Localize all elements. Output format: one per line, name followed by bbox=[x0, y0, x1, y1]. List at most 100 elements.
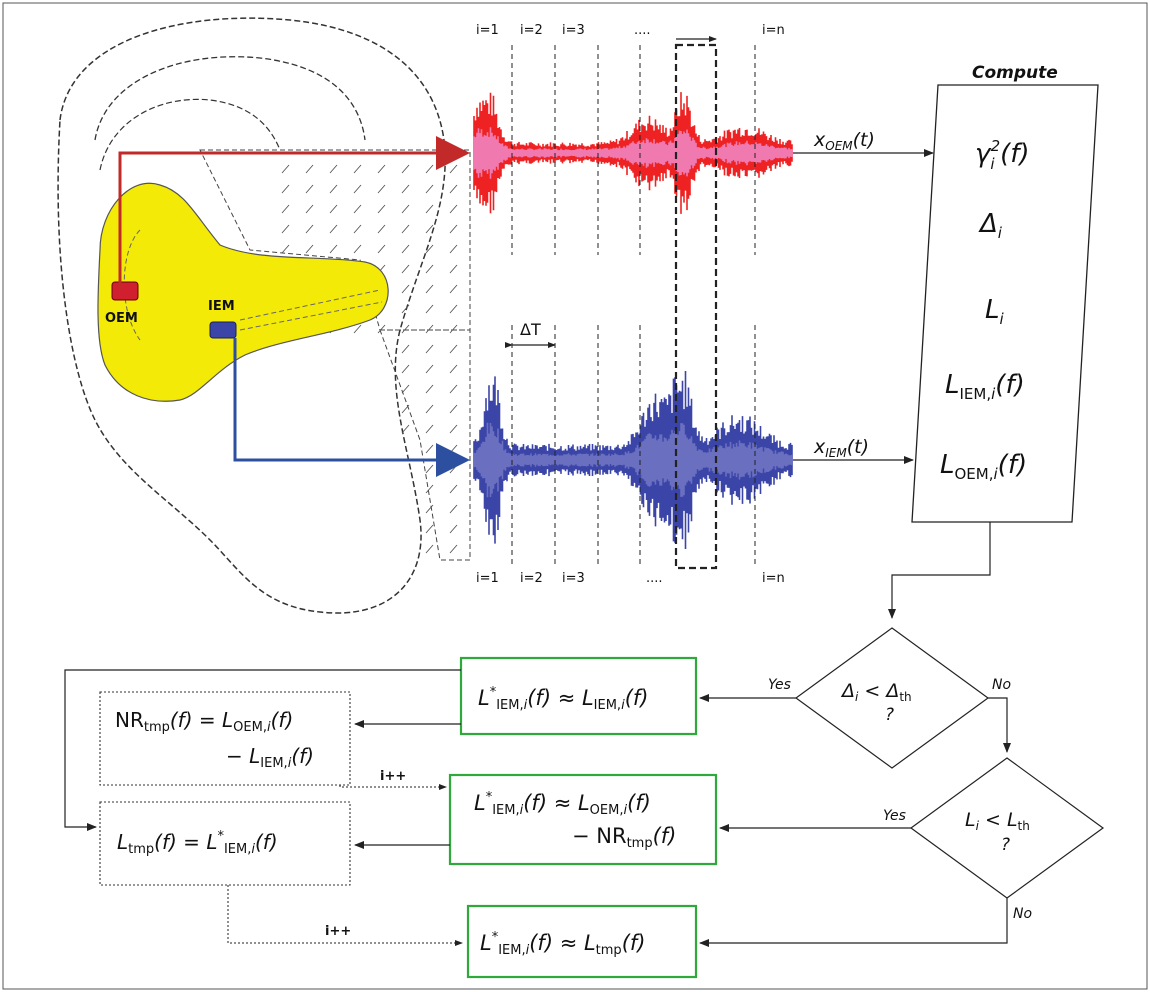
oem-route-line bbox=[118, 151, 440, 290]
compute-title: Compute bbox=[972, 63, 1058, 83]
bottom-index-label: i=3 bbox=[562, 571, 585, 586]
top-index-label: .... bbox=[634, 23, 651, 38]
x-iem-label: xIEM(t) bbox=[813, 436, 869, 460]
hatch-line bbox=[305, 224, 314, 234]
hatch-line bbox=[305, 244, 314, 254]
hatch-line bbox=[401, 244, 410, 254]
hatch-line bbox=[401, 404, 410, 414]
ear-antihelix bbox=[99, 98, 281, 171]
compute-L-oem: LOEM,i(f) bbox=[940, 450, 1027, 483]
hatch-lines bbox=[281, 164, 458, 554]
hatch-line bbox=[449, 164, 458, 174]
hatch-line bbox=[329, 224, 338, 234]
hatch-line bbox=[449, 364, 458, 374]
ear-illustration: OEM IEM bbox=[57, 17, 471, 614]
hatch-line bbox=[329, 204, 338, 214]
oem-waveform bbox=[473, 92, 793, 214]
hatch-line bbox=[401, 324, 410, 334]
hatch-line bbox=[353, 204, 362, 214]
hatch-line bbox=[377, 224, 386, 234]
hatch-line bbox=[377, 164, 386, 174]
hatch-line bbox=[425, 324, 434, 334]
hatch-line bbox=[425, 304, 434, 314]
hatch-line bbox=[353, 324, 362, 334]
hatch-line bbox=[449, 244, 458, 254]
hatch-line bbox=[305, 204, 314, 214]
hatch-line bbox=[449, 184, 458, 194]
earpiece-shell bbox=[97, 182, 389, 402]
top-index-label: i=2 bbox=[520, 23, 543, 38]
result-box-3-text: L*IEM,i(f) ≈ Ltmp(f) bbox=[480, 930, 645, 958]
result-box-2 bbox=[448, 773, 718, 866]
bottom-index-label: .... bbox=[646, 571, 663, 586]
hatch-line bbox=[425, 204, 434, 214]
d1-no-arrow bbox=[988, 697, 1011, 753]
x-oem-label: xOEM(t) bbox=[813, 129, 875, 153]
hatch-line bbox=[353, 164, 362, 174]
hatch-line bbox=[401, 384, 410, 394]
top-index-labels: i=1 i=2 i=3 .... i=n bbox=[476, 23, 785, 38]
decision2-question: ? bbox=[1001, 835, 1010, 855]
hatch-line bbox=[449, 504, 458, 514]
loop-inc-2: i++ bbox=[325, 924, 351, 939]
hatch-line bbox=[401, 264, 410, 274]
bottom-index-labels: i=1 i=2 i=3 .... i=n bbox=[476, 571, 785, 586]
compute-gamma: γi2(f) bbox=[975, 137, 1030, 173]
hatch-line bbox=[353, 244, 362, 254]
nr-tmp-line2: − LIEM,i(f) bbox=[226, 744, 314, 771]
result-box-2-line2: − NRtmp(f) bbox=[572, 824, 676, 851]
hatch-line bbox=[449, 544, 458, 554]
hatch-line bbox=[377, 184, 386, 194]
hatch-line bbox=[353, 184, 362, 194]
waveform-core bbox=[473, 127, 793, 179]
hatch-line bbox=[449, 264, 458, 274]
decision2-text: Li < Lth bbox=[965, 809, 1030, 833]
decision1-yes: Yes bbox=[768, 677, 791, 693]
result1-to-ltmp-arrow bbox=[64, 669, 461, 831]
hatch-line bbox=[425, 364, 434, 374]
frame-dividers-top bbox=[511, 45, 756, 255]
hatch-line bbox=[425, 404, 434, 414]
hatch-line bbox=[425, 464, 434, 474]
hatch-line bbox=[401, 224, 410, 234]
head-hatching bbox=[199, 149, 471, 561]
loop-inc-1: i++ bbox=[380, 769, 406, 784]
earpiece-detail bbox=[123, 229, 141, 341]
sliding-window bbox=[674, 43, 718, 570]
oem-route-arrowhead bbox=[436, 136, 470, 170]
delta-t-label: ΔT bbox=[520, 320, 541, 339]
iem-label: IEM bbox=[208, 299, 235, 314]
top-index-label: i=3 bbox=[562, 23, 585, 38]
waveform-core bbox=[473, 422, 793, 498]
hatch-line bbox=[425, 484, 434, 494]
d2-no-arrow bbox=[699, 898, 1008, 947]
ltmp-loop-arrow bbox=[227, 885, 463, 946]
hatch-line bbox=[425, 344, 434, 354]
hatch-line bbox=[401, 284, 410, 294]
hatch-line bbox=[305, 164, 314, 174]
iem-waveform bbox=[473, 371, 793, 549]
hatch-line bbox=[281, 204, 290, 214]
bottom-index-label: i=1 bbox=[476, 571, 499, 586]
compute-L-iem: LIEM,i(f) bbox=[945, 370, 1025, 403]
hatch-line bbox=[425, 284, 434, 294]
iem-route-line bbox=[233, 338, 440, 462]
result-box-2-line1: L*IEM,i(f) ≈ LOEM,i(f) bbox=[474, 790, 651, 818]
hatch-line bbox=[425, 544, 434, 554]
hatch-line bbox=[425, 424, 434, 434]
hatch-line bbox=[305, 184, 314, 194]
hatch-line bbox=[425, 384, 434, 394]
hatch-line bbox=[401, 304, 410, 314]
top-index-label: i=1 bbox=[476, 23, 499, 38]
hatch-line bbox=[449, 204, 458, 214]
hatch-line bbox=[449, 344, 458, 354]
hatch-line bbox=[353, 224, 362, 234]
result-box-1-text: L*IEM,i(f) ≈ LIEM,i(f) bbox=[478, 685, 648, 713]
hatch-line bbox=[401, 424, 410, 434]
hatch-line bbox=[329, 244, 338, 254]
bottom-index-label: i=n bbox=[762, 571, 785, 586]
frame-dividers-bottom bbox=[511, 325, 756, 565]
